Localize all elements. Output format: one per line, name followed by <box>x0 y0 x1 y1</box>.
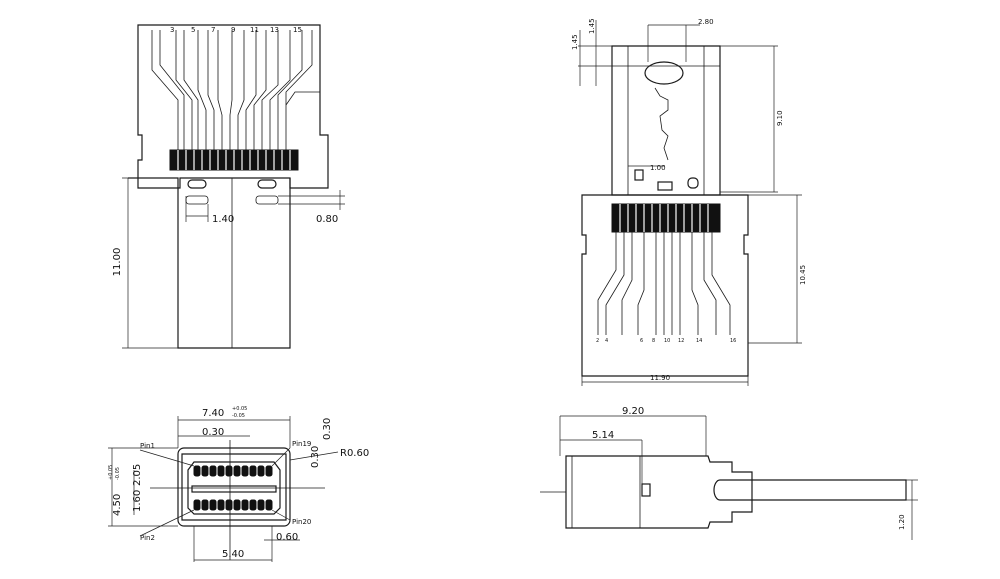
pin-number: 12 <box>678 338 684 344</box>
pin-number: 11 <box>250 26 259 34</box>
contact-separators <box>619 204 709 232</box>
dim-tip-height: 1.45 <box>571 34 579 50</box>
dim-shell-width: 2.80 <box>698 18 714 26</box>
latch-hole <box>644 61 684 85</box>
dim-slot-width: 1.40 <box>212 214 234 225</box>
dim-slot-gap: 0.80 <box>316 214 338 225</box>
slot-oval-right <box>257 179 277 189</box>
label-pin2: Pin2 <box>140 534 155 542</box>
pins-bottom-row <box>193 499 273 511</box>
slot-left <box>185 195 209 205</box>
pin-number: 14 <box>696 338 702 344</box>
dim-side-offset: 1.60 <box>132 490 143 512</box>
shell-cutout <box>654 87 669 161</box>
pin-number: 7 <box>211 26 215 34</box>
contact-tab <box>634 169 644 181</box>
dim-height-tol-upper: +0.05 <box>108 465 114 480</box>
pin-number-row-top: 3 5 7 9 11 13 15 <box>170 26 302 34</box>
top-right-view: 1.00 1.45 1.45 2.80 9.10 <box>571 18 807 386</box>
pin-number: 3 <box>170 26 174 34</box>
pin-number: 9 <box>231 26 235 34</box>
front-view: 7.40 +0.05 -0.05 0.30 Pin1 Pin19 Pin2 Pi… <box>108 406 369 562</box>
dim-height-tol-lower: -0.05 <box>115 467 121 480</box>
dim-total-height: 4.50 <box>112 494 123 516</box>
side-view: 9.20 5.14 1.20 <box>540 406 918 540</box>
dim-overall-length: 9.20 <box>622 406 644 417</box>
dim-inner-height: 2.05 <box>132 464 143 486</box>
dim-body-length: 10.45 <box>799 265 807 285</box>
pins-top-row <box>193 465 273 477</box>
pin-number: 16 <box>730 338 736 344</box>
label-pin1: Pin1 <box>140 442 155 450</box>
dim-contact-width: 1.00 <box>650 164 666 172</box>
pin-number: 8 <box>652 338 655 344</box>
dim-tip-offset: 1.45 <box>588 18 596 34</box>
side-marker <box>641 483 651 497</box>
dim-opening-tol-lower: -0.05 <box>232 413 245 419</box>
pin-number: 13 <box>270 26 279 34</box>
pin-number-row-bottom: 2 4 6 8 10 12 14 16 <box>596 338 736 344</box>
dim-body-width: 11.90 <box>650 374 670 382</box>
contact-tab <box>657 181 673 191</box>
dim-width-body: 11.00 <box>112 248 123 277</box>
inner-outline <box>181 453 287 521</box>
dim-right-offset: 0.30 <box>310 446 321 468</box>
pin-number: 6 <box>640 338 643 344</box>
tongue <box>191 485 277 493</box>
pcb-traces <box>151 30 320 150</box>
pad-board-outline <box>137 24 329 189</box>
label-pin19: Pin19 <box>292 440 311 448</box>
slot-right <box>255 195 279 205</box>
top-left-view: 3 5 7 9 11 13 15 11.00 <box>112 24 345 349</box>
pin-number: 2 <box>596 338 599 344</box>
side-body-outline <box>565 455 753 529</box>
dim-pitch-top: 0.30 <box>202 427 224 438</box>
contact-block <box>611 203 721 233</box>
receptacle-outline <box>187 461 281 515</box>
dim-right-pitch: 0.30 <box>322 418 333 440</box>
pin-number: 15 <box>293 26 302 34</box>
dim-pin-span: 5.40 <box>222 549 244 560</box>
dim-opening-width: 7.40 <box>202 408 224 419</box>
pin-number: 10 <box>664 338 670 344</box>
pin-number: 4 <box>605 338 608 344</box>
cable-extension <box>713 479 907 501</box>
dim-opening-tol-upper: +0.05 <box>232 406 247 412</box>
front-outline <box>177 447 291 527</box>
pcb-traces <box>597 232 731 335</box>
dim-shell-length: 9.10 <box>776 110 784 126</box>
contact-separators <box>177 150 291 170</box>
contact-tab <box>687 177 699 189</box>
label-pin20: Pin20 <box>292 518 311 526</box>
dim-shell-length: 5.14 <box>592 430 614 441</box>
dim-cable-thickness: 1.20 <box>898 514 906 530</box>
pin-number: 5 <box>191 26 195 34</box>
slot-oval-left <box>187 179 207 189</box>
dim-pin-pitch: 0.60 <box>276 532 298 543</box>
connector-body <box>128 177 291 349</box>
dim-corner-radius: R0.60 <box>340 448 369 459</box>
